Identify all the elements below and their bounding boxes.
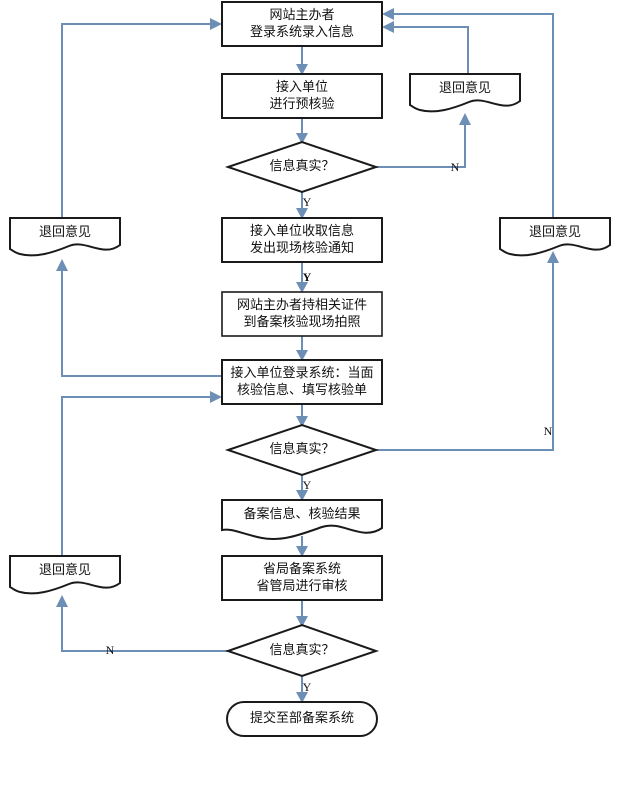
node-isp-login-verify[interactable]: 接入单位登录系统：当面 核验信息、填写核验单 bbox=[221, 359, 383, 405]
arrowhead-n5-to-d2 bbox=[296, 416, 308, 427]
arrowhead-l1-to-n1 bbox=[210, 18, 222, 30]
arrowhead-n5-to-l1 bbox=[56, 259, 68, 271]
connector-d1-no-to-r1 bbox=[376, 124, 466, 168]
node-return-opinion-right-lower[interactable]: 退回意见 bbox=[499, 217, 611, 257]
arrowhead-d1-no-to-r1 bbox=[459, 113, 471, 125]
arrowhead-d2-yes-to-n6 bbox=[296, 490, 308, 501]
node-l1-label: 退回意见 bbox=[39, 224, 91, 239]
decision-d1-label: 信息真实？ bbox=[269, 158, 334, 173]
node-l2-label: 退回意见 bbox=[39, 562, 91, 577]
node-n1-line2: 登录系统录入信息 bbox=[250, 24, 354, 39]
arrowhead-n6-to-n7 bbox=[296, 546, 308, 557]
edge-label-no-1: N bbox=[451, 160, 460, 174]
node-return-opinion-left-upper[interactable]: 退回意见 bbox=[9, 217, 121, 257]
edge-label-no-2: N bbox=[544, 424, 553, 438]
node-n5-line1: 接入单位登录系统：当面 bbox=[230, 365, 373, 380]
arrowhead-d3-no-to-l2 bbox=[56, 595, 68, 607]
connector-d2-no-to-r2 bbox=[376, 262, 554, 451]
edge-label-no-3: N bbox=[106, 643, 115, 657]
arrowhead-d1-yes-to-n3 bbox=[296, 208, 308, 219]
node-n3-line1: 接入单位收取信息 bbox=[250, 223, 354, 238]
arrowhead-n2-to-d1 bbox=[296, 133, 308, 144]
node-n5-line2: 核验信息、填写核验单 bbox=[237, 382, 367, 397]
edge-label-yes-1: Y bbox=[303, 195, 312, 209]
edge-label-yes-4: Y bbox=[303, 680, 312, 694]
connector-n5-to-l1 bbox=[61, 270, 222, 377]
decision-d2-label: 信息真实？ bbox=[269, 441, 334, 456]
decision-info-true-2[interactable]: 信息真实？ bbox=[224, 423, 380, 477]
connector-l2-to-n5 bbox=[61, 396, 212, 556]
node-website-owner-login[interactable]: 网站主办者 登录系统录入信息 bbox=[221, 1, 383, 47]
node-n1-line1: 网站主办者 bbox=[269, 7, 334, 22]
node-record-info-result[interactable]: 备案信息、核验结果 bbox=[221, 499, 383, 540]
edge-label-yes-2: Y bbox=[303, 270, 312, 284]
node-isp-collect-info[interactable]: 接入单位收取信息 发出现场核验通知 bbox=[221, 217, 383, 263]
node-n4-line1: 网站主办者持相关证件 bbox=[237, 297, 367, 312]
arrowhead-d3-yes-to-n8 bbox=[296, 692, 308, 703]
arrowhead-n4-to-n5 bbox=[296, 350, 308, 361]
connector-l1-to-n1 bbox=[61, 23, 212, 218]
node-n3-line2: 发出现场核验通知 bbox=[250, 240, 354, 255]
arrowhead-r2-to-n1 bbox=[382, 8, 394, 20]
node-r2-label: 退回意见 bbox=[529, 224, 581, 239]
decision-d3-label: 信息真实？ bbox=[269, 642, 334, 657]
decision-info-true-3[interactable]: 信息真实？ bbox=[224, 623, 380, 678]
connector-layer bbox=[56, 8, 559, 703]
arrowhead-r1-to-n1 bbox=[382, 21, 394, 33]
node-submit-to-ministry[interactable]: 提交至部备案系统 bbox=[226, 701, 378, 737]
connector-r1-to-n1 bbox=[392, 26, 469, 74]
decision-info-true-1[interactable]: 信息真实？ bbox=[224, 140, 380, 194]
node-n4-line2: 到备案核验现场拍照 bbox=[243, 314, 360, 329]
arrowhead-n3-to-n4 bbox=[296, 282, 308, 293]
node-r1-label: 退回意见 bbox=[439, 80, 491, 95]
node-return-opinion-right-upper[interactable]: 退回意见 bbox=[409, 73, 521, 113]
node-n7-line1: 省局备案系统 bbox=[263, 561, 341, 576]
node-n8-label: 提交至部备案系统 bbox=[250, 710, 354, 725]
edge-label-yes-3: Y bbox=[303, 478, 312, 492]
node-n7-line2: 省管局进行审核 bbox=[256, 578, 347, 593]
node-isp-precheck[interactable]: 接入单位 进行预核验 bbox=[221, 73, 383, 119]
edge-label-layer: Y Y Y Y N N N bbox=[106, 160, 553, 694]
connector-r2-to-n1 bbox=[392, 13, 554, 218]
node-return-opinion-left-lower[interactable]: 退回意见 bbox=[9, 555, 121, 595]
arrowhead-d2-no-to-r2 bbox=[547, 251, 559, 263]
arrowhead-l2-to-n5 bbox=[210, 391, 222, 403]
node-provincial-review[interactable]: 省局备案系统 省管局进行审核 bbox=[221, 555, 383, 601]
arrowhead-n7-to-d3 bbox=[296, 616, 308, 627]
node-n2-line1: 接入单位 bbox=[276, 79, 328, 94]
arrowhead-n1-to-n2 bbox=[296, 64, 308, 75]
node-n2-line2: 进行预核验 bbox=[269, 96, 334, 111]
node-owner-onsite-photo[interactable]: 网站主办者持相关证件 到备案核验现场拍照 bbox=[221, 291, 383, 337]
connector-d3-no-to-l2 bbox=[61, 606, 228, 652]
node-n6-label: 备案信息、核验结果 bbox=[243, 506, 360, 521]
